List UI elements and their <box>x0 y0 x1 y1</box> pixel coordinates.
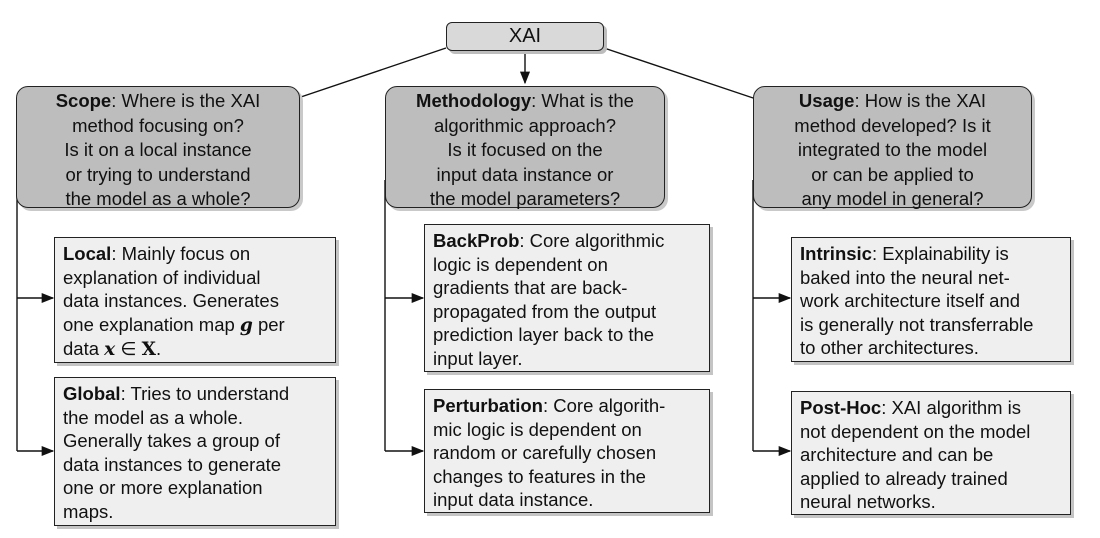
node-intrinsic: Intrinsic: Explainability is baked into … <box>791 237 1071 362</box>
category-scope: Scope: Where is the XAI method focusing … <box>16 86 300 209</box>
math-X: X <box>141 339 156 360</box>
arrow-root-to-usage <box>603 47 773 106</box>
arrow-root-to-scope <box>284 47 447 104</box>
backprob-title: BackProb <box>433 230 520 251</box>
node-post-hoc: Post-Hoc: XAI algorithm is not dependent… <box>791 391 1071 515</box>
math-g: g <box>239 314 253 336</box>
math-element-of: ∈ <box>120 338 137 359</box>
node-perturbation: Perturbation: Core algorith- mic logic i… <box>424 389 710 513</box>
root-node-xai: XAI <box>446 22 604 51</box>
post-hoc-title: Post-Hoc <box>800 397 882 418</box>
node-global: Global: Tries to understand the model as… <box>54 377 336 526</box>
usage-title: Usage <box>798 90 855 111</box>
methodology-title: Methodology <box>416 90 532 111</box>
perturbation-title: Perturbation <box>433 395 543 416</box>
math-x: x <box>104 339 116 360</box>
global-title: Global <box>63 383 121 404</box>
node-local: Local: Mainly focus on explanation of in… <box>54 237 336 363</box>
intrinsic-title: Intrinsic <box>800 243 872 264</box>
category-usage: Usage: How is the XAI method developed? … <box>753 86 1032 209</box>
root-label: XAI <box>508 25 542 47</box>
scope-title: Scope <box>55 90 112 111</box>
node-backprob: BackProb: Core algorithmic logic is depe… <box>424 224 710 372</box>
category-methodology: Methodology: What is the algorithmic app… <box>385 86 665 209</box>
local-title: Local <box>63 243 112 264</box>
